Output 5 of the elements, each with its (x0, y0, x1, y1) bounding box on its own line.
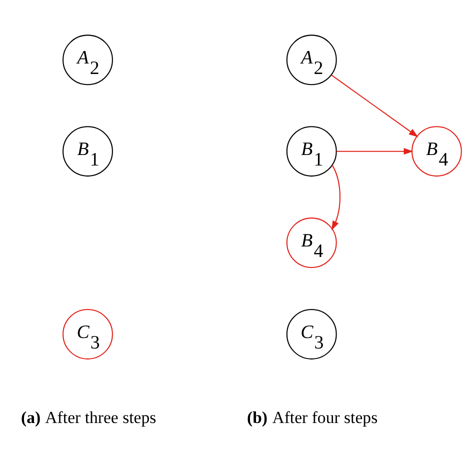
arrow (332, 164, 341, 230)
arrow (331, 74, 418, 138)
arrow (336, 148, 414, 155)
label: (b) After four steps (246, 408, 378, 427)
label: (a) After three steps (21, 408, 156, 427)
